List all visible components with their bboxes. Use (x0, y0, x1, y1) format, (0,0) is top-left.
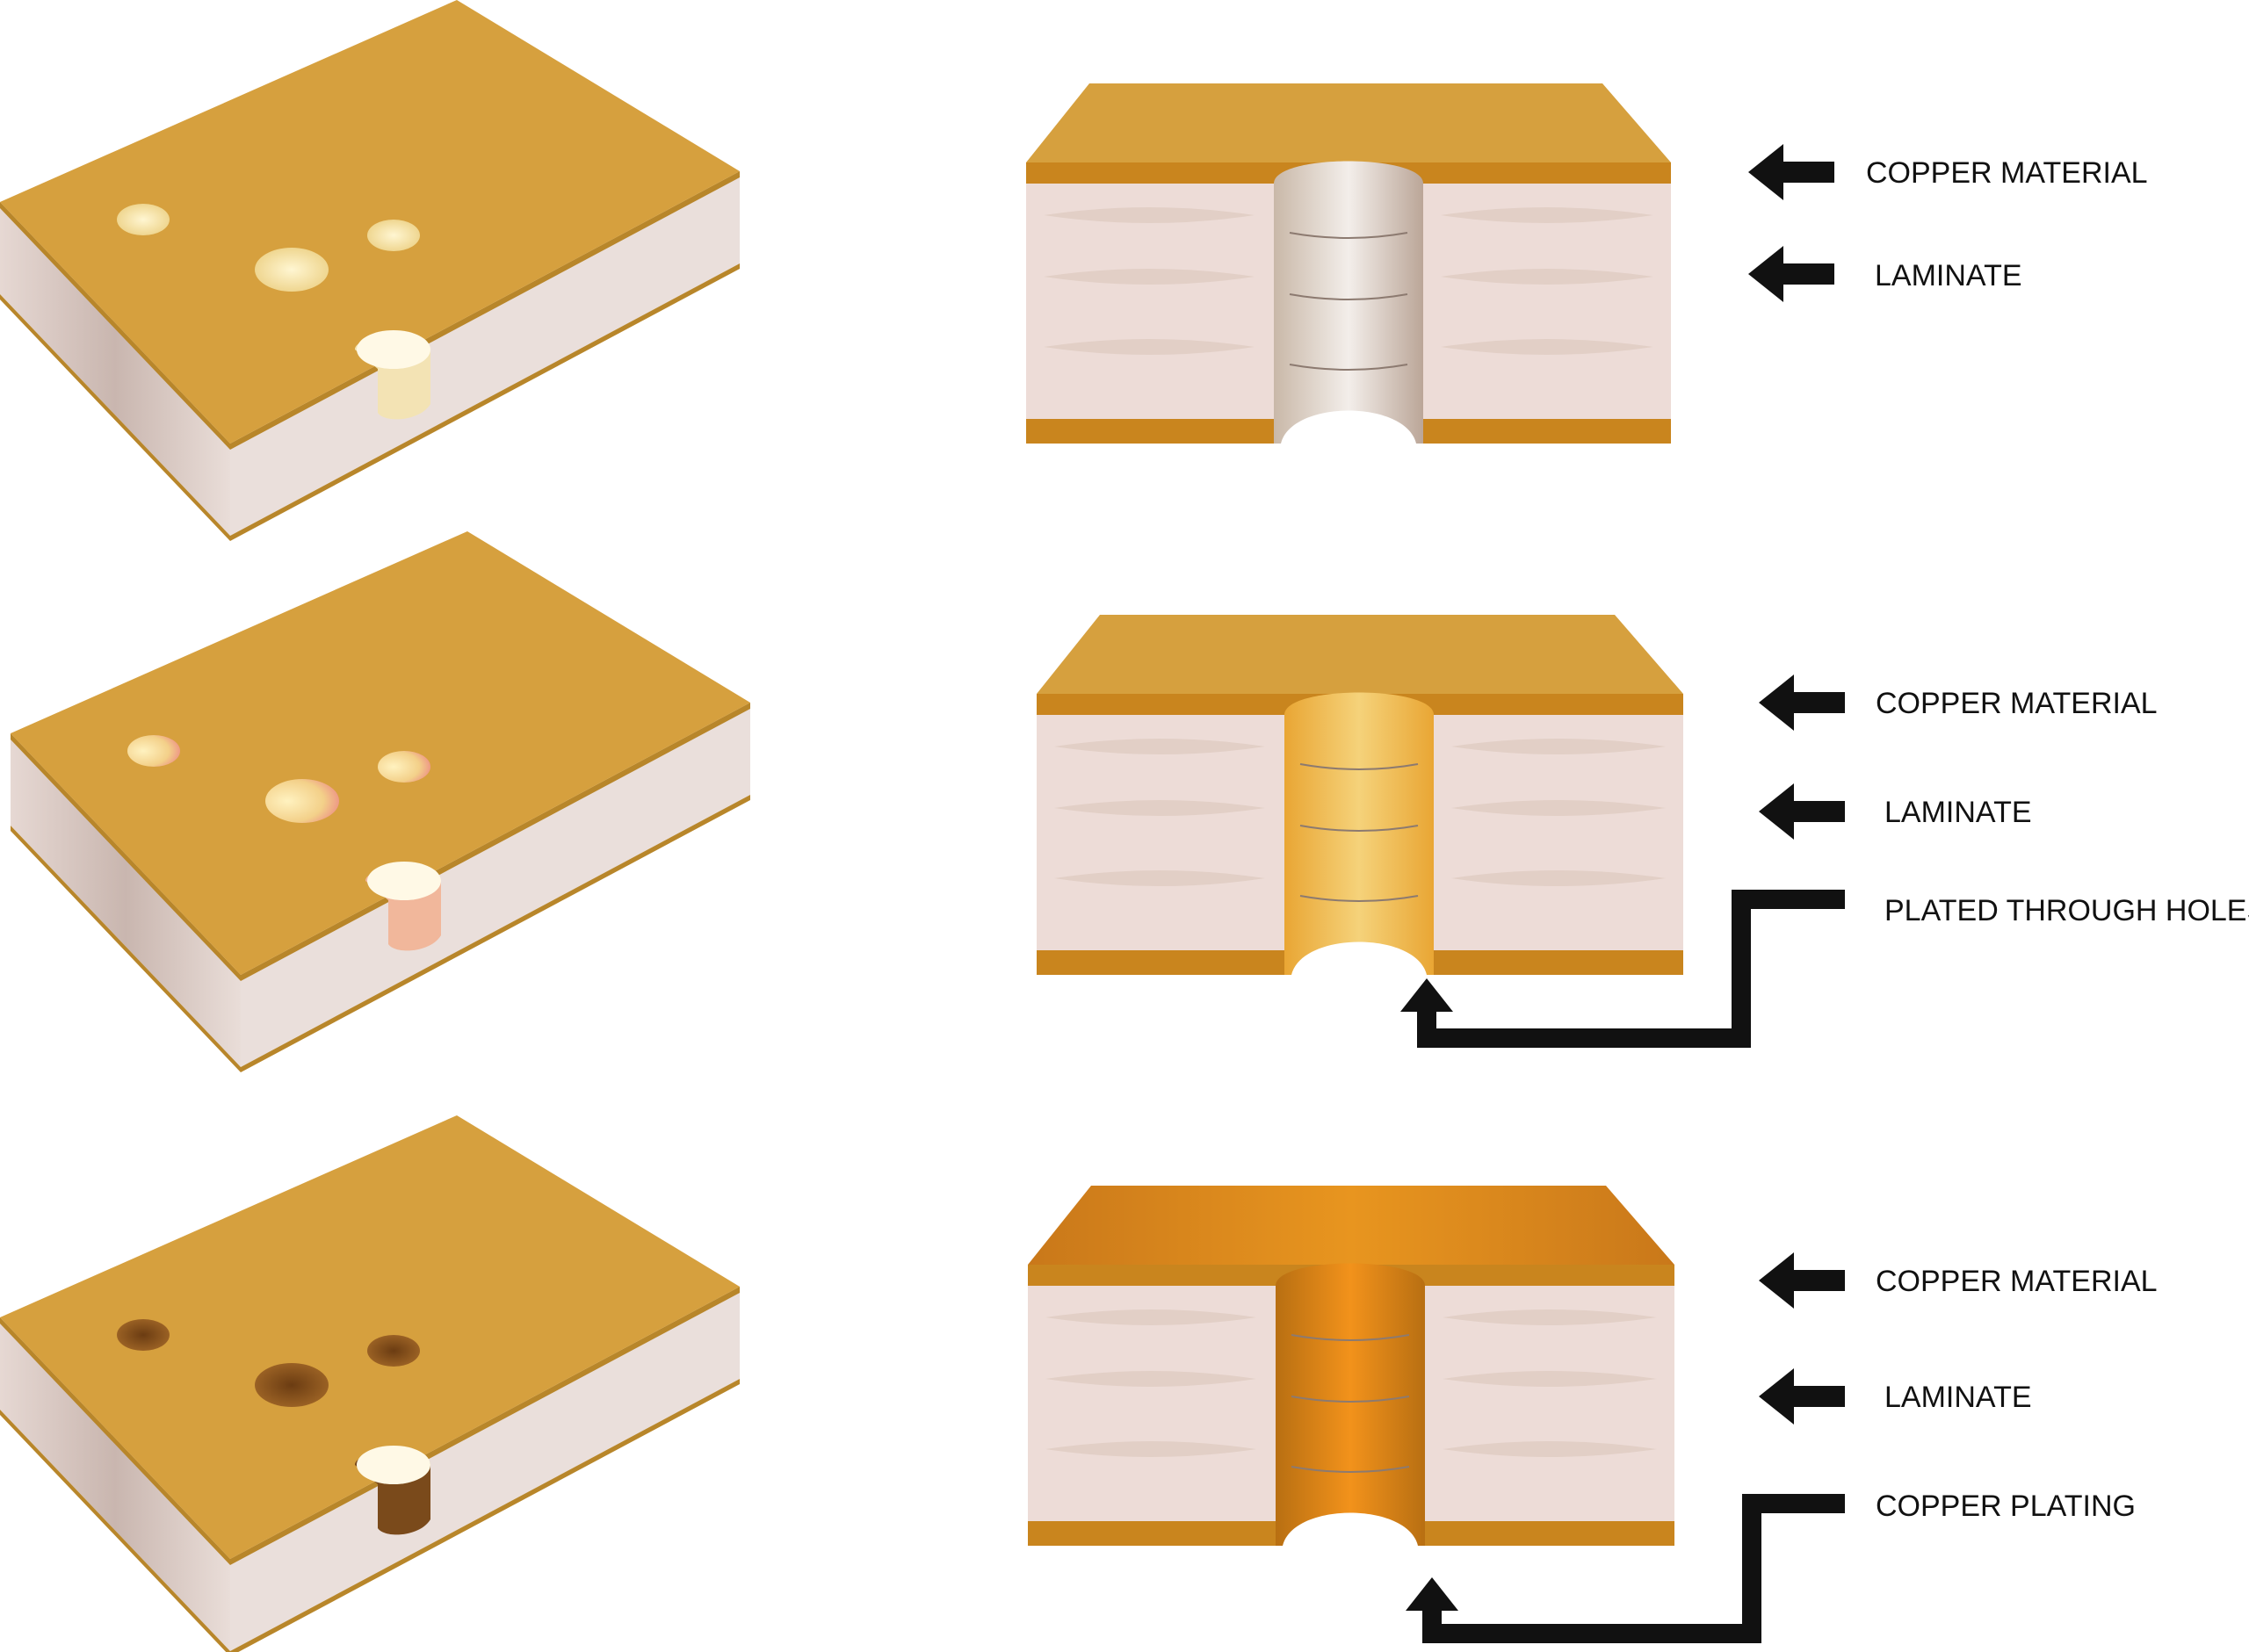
hole-opening (1291, 941, 1427, 975)
drilled-hole (367, 1335, 420, 1367)
label-copper-material: COPPER MATERIAL (1866, 156, 2148, 190)
drilled-hole (378, 751, 430, 783)
board-copper-edge (0, 1410, 230, 1652)
arrow-up-icon (1400, 978, 1453, 1012)
laminate-fiber (1044, 269, 1255, 285)
laminate-fiber (1054, 870, 1265, 886)
board-right-side (241, 703, 750, 1067)
drilled-hole (265, 779, 339, 823)
elbow-arrow-icon (1417, 890, 1845, 1048)
pcb-board-2 (11, 531, 750, 1072)
barrel-ring (1289, 293, 1408, 300)
board-copper-edge (230, 1379, 740, 1652)
edge-hole-rim (357, 1446, 430, 1484)
hole-opening (1281, 410, 1416, 444)
laminate-fiber (1443, 1441, 1657, 1457)
drilled-hole (255, 1363, 329, 1407)
barrel-ring (1289, 364, 1408, 371)
panel-3-callouts: COPPER MATERIAL LAMINATE COPPER PLATING (1406, 1252, 2158, 1643)
barrel-ring (1289, 232, 1408, 239)
label-copper-plating: COPPER PLATING (1876, 1490, 2136, 1523)
laminate-fiber (1045, 1371, 1256, 1387)
top-copper-bevel (1026, 83, 1671, 162)
barrel-ring (1299, 825, 1419, 832)
board-copper-edge (0, 294, 230, 541)
board-copper-edge (241, 795, 750, 1072)
label-laminate: LAMINATE (1884, 1381, 2032, 1414)
label-copper-material: COPPER MATERIAL (1876, 1265, 2158, 1298)
laminate-fiber (1441, 339, 1653, 355)
laminate-fiber (1045, 1309, 1256, 1325)
top-copper-bevel (1028, 1186, 1674, 1265)
panel-1-callouts: COPPER MATERIAL LAMINATE (1748, 144, 2148, 302)
label-laminate: LAMINATE (1875, 259, 2022, 292)
label-laminate: LAMINATE (1884, 796, 2032, 829)
arrow-left-icon (1759, 1368, 1845, 1425)
panel-2-callouts: COPPER MATERIAL LAMINATE PLATED THROUGH … (1400, 675, 2249, 1048)
board-copper-edge (241, 703, 750, 981)
arrow-left-icon (1759, 1252, 1845, 1309)
arrow-left-icon (1748, 144, 1834, 200)
laminate-fiber (1443, 1309, 1657, 1325)
pcb-board-3 (0, 1115, 740, 1652)
laminate-fiber (1451, 800, 1666, 816)
label-plated-through-holes: PLATED THROUGH HOLES (1884, 894, 2249, 927)
arrow-left-icon (1748, 246, 1834, 302)
hole-barrel (1284, 692, 1434, 975)
board-copper-edge (0, 202, 230, 450)
board-top-copper (11, 531, 750, 975)
board-top-copper (0, 0, 740, 444)
laminate-fiber (1451, 739, 1666, 754)
top-copper-bevel (1037, 615, 1683, 694)
barrel-ring (1291, 1396, 1410, 1403)
edge-hole-rim (357, 330, 430, 369)
laminate-fiber (1044, 207, 1255, 223)
barrel-ring (1291, 1466, 1410, 1473)
laminate-fiber (1054, 800, 1265, 816)
drilled-hole (127, 735, 180, 767)
cross-section-2 (1037, 615, 1683, 975)
drilled-hole (367, 220, 420, 251)
board-left-side (0, 202, 230, 536)
arrow-left-icon (1759, 783, 1845, 840)
laminate-fiber (1451, 870, 1666, 886)
barrel-ring (1291, 1334, 1410, 1341)
laminate-fiber (1441, 269, 1653, 285)
board-left-side (0, 1317, 230, 1651)
label-copper-material: COPPER MATERIAL (1876, 687, 2158, 720)
cross-section-3 (1028, 1186, 1674, 1546)
hole-barrel (1276, 1263, 1425, 1546)
hole-opening (1283, 1512, 1418, 1546)
barrel-ring (1299, 895, 1419, 902)
board-top-copper (0, 1115, 740, 1559)
pcb-board-1 (0, 0, 740, 541)
board-left-side (11, 733, 241, 1067)
laminate-fiber (1441, 207, 1653, 223)
laminate-fiber (1044, 339, 1255, 355)
board-copper-edge (230, 263, 740, 541)
board-copper-edge (11, 733, 241, 981)
drilled-hole (255, 248, 329, 292)
barrel-ring (1299, 763, 1419, 770)
board-copper-edge (230, 1287, 740, 1565)
cross-section-1 (1026, 83, 1671, 444)
drilled-hole (117, 204, 170, 235)
board-copper-edge (0, 1317, 230, 1565)
drilled-hole (117, 1319, 170, 1351)
board-copper-edge (11, 826, 241, 1072)
edge-hole-rim (367, 862, 441, 900)
hole-barrel (1274, 161, 1423, 444)
laminate-fiber (1045, 1441, 1256, 1457)
board-copper-edge (230, 171, 740, 450)
laminate-fiber (1054, 739, 1265, 754)
arrow-left-icon (1759, 675, 1845, 731)
elbow-arrow-icon (1422, 1494, 1845, 1643)
board-right-side (230, 171, 740, 536)
arrow-up-icon (1406, 1577, 1458, 1611)
laminate-fiber (1443, 1371, 1657, 1387)
board-right-side (230, 1287, 740, 1651)
